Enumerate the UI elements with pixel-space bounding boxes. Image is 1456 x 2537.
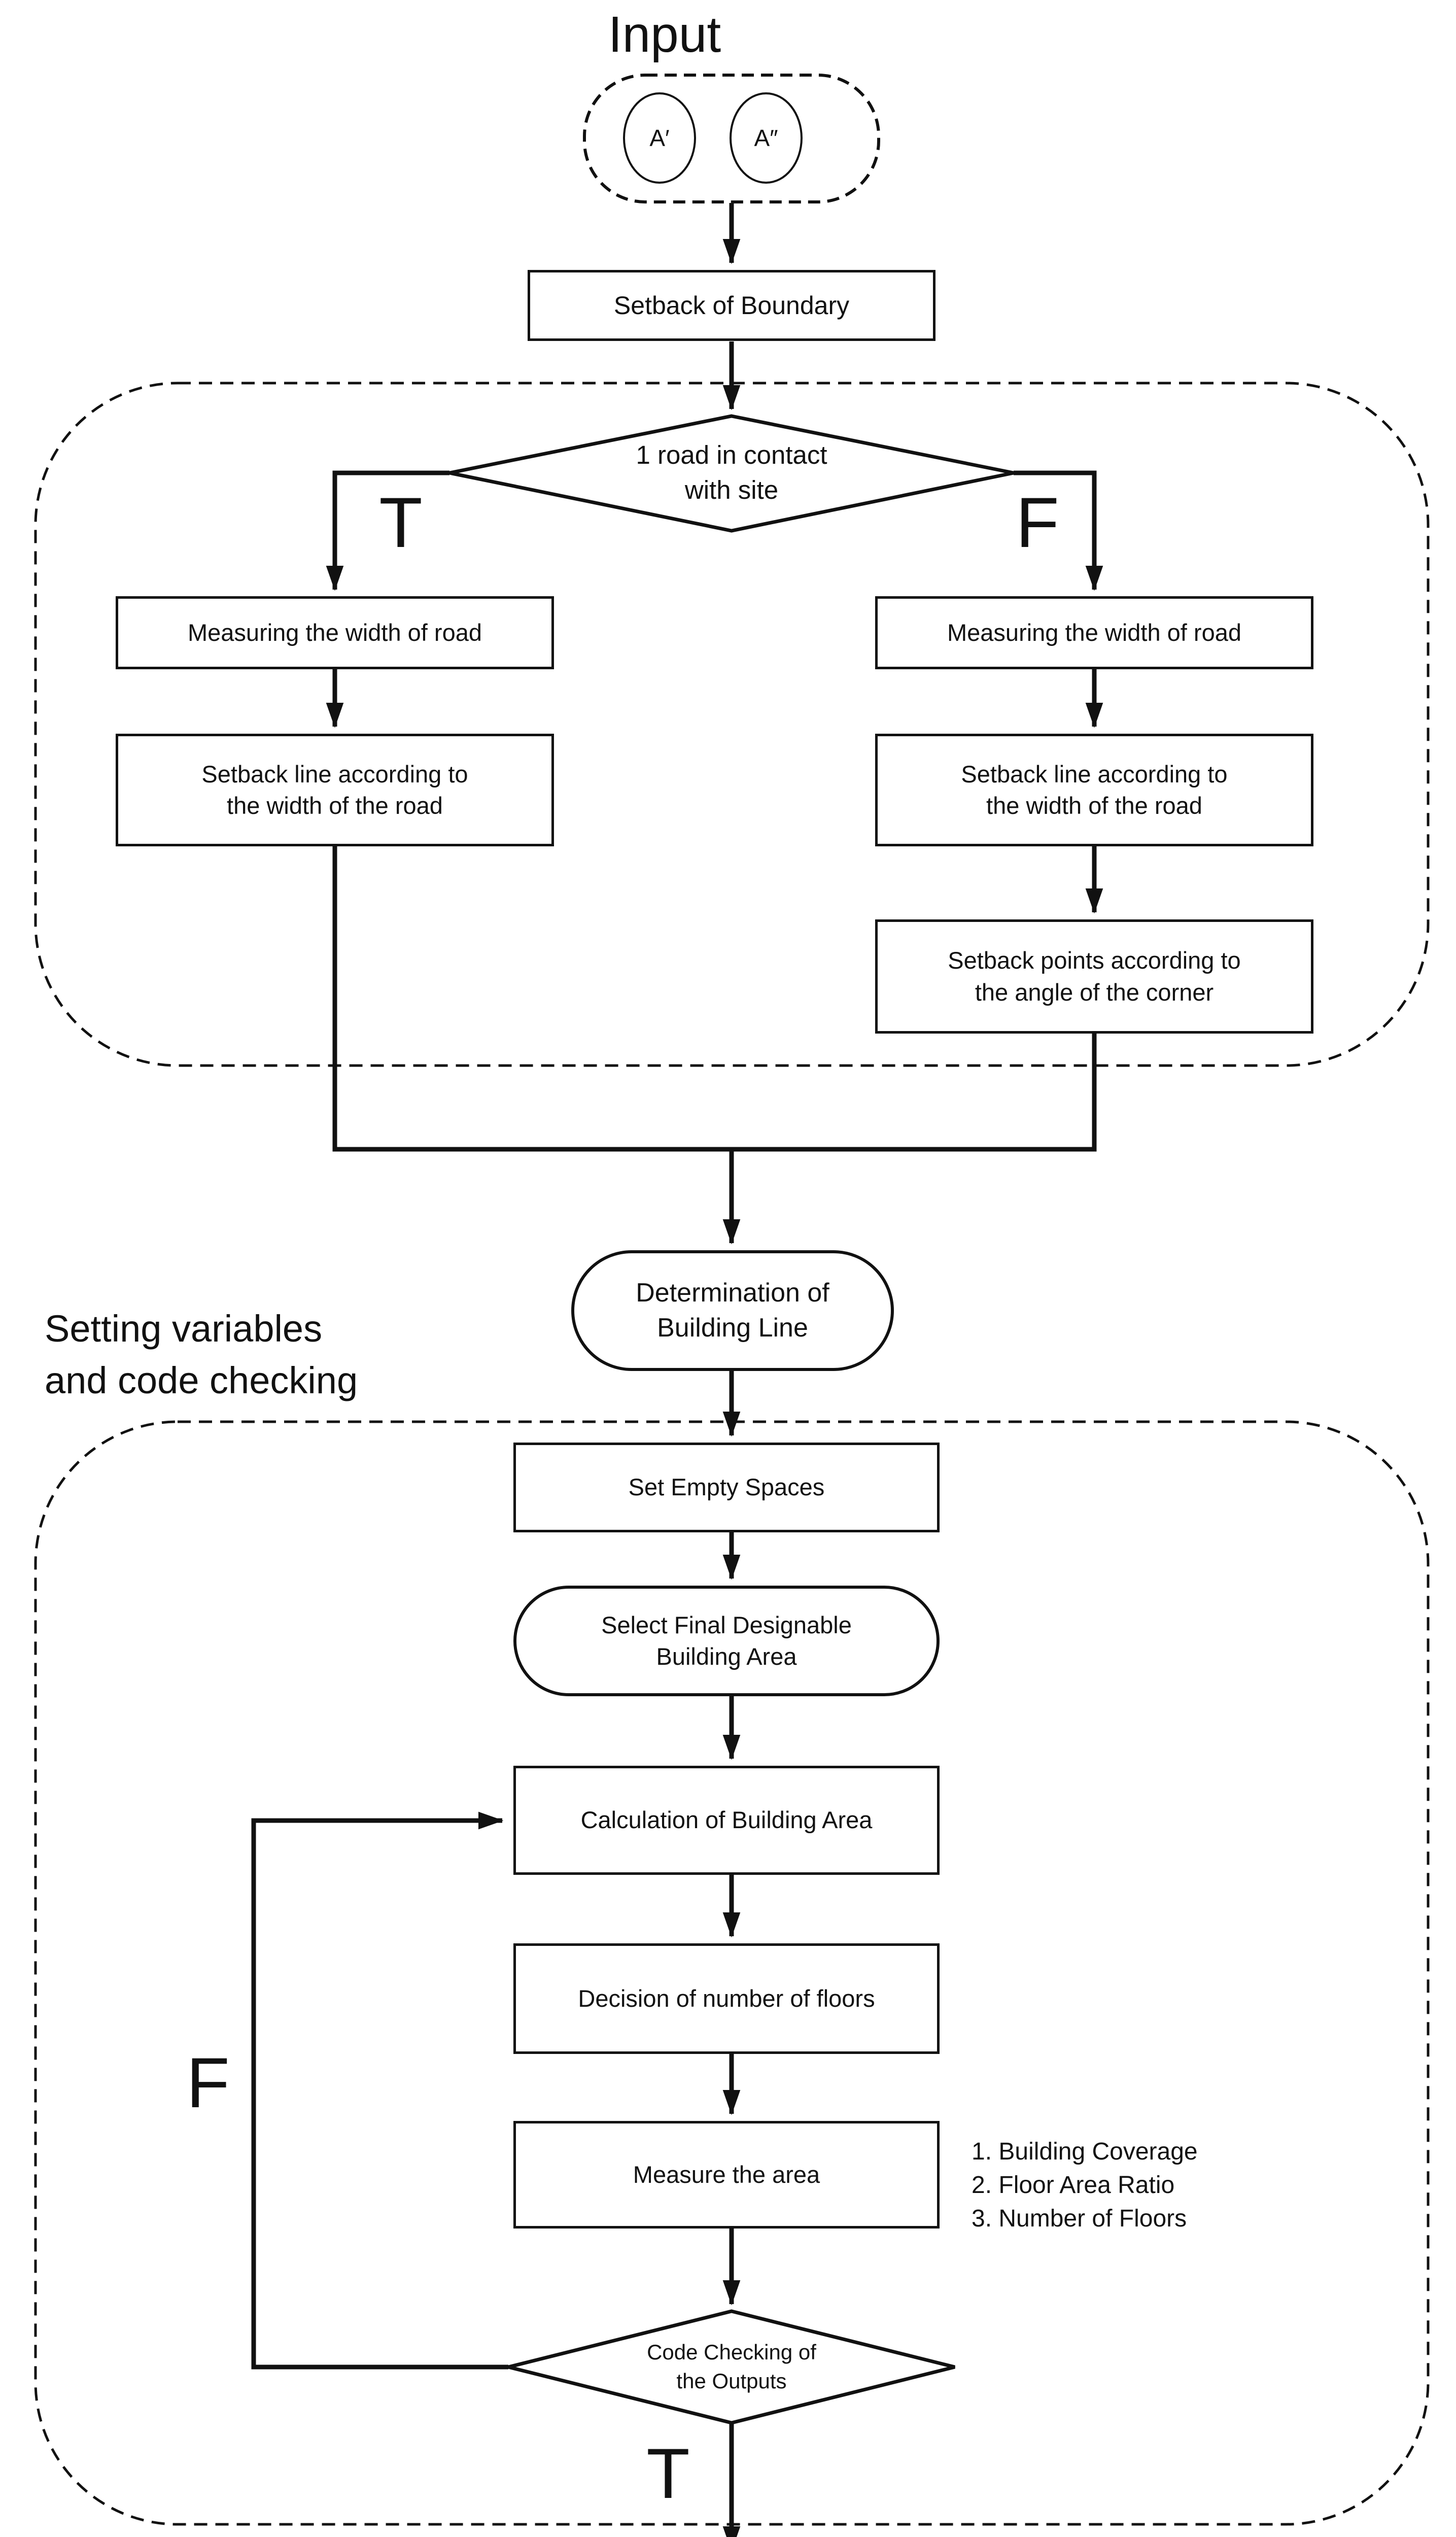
node-setback-line-right: Setback line according to the width of t… <box>875 734 1313 846</box>
node-measure-area: Measure the area <box>513 2121 940 2229</box>
edge-merge-branches <box>332 846 1097 1152</box>
node-select-final-building-area: Select Final Designable Building Area <box>513 1586 940 1696</box>
page-title: Input <box>608 6 721 63</box>
edge-false-branch <box>1014 470 1103 591</box>
input-item-a-prime-label: A′ <box>649 125 670 151</box>
node-setback-of-boundary: Setback of Boundary <box>528 270 935 341</box>
input-group-capsule <box>583 74 880 203</box>
node-setback-points-right: Setback points according to the angle of… <box>875 919 1313 1034</box>
node-set-empty-spaces: Set Empty Spaces <box>513 1443 940 1532</box>
outputs-annotation-item: 1. Building Coverage <box>972 2138 1198 2165</box>
decision-road-contact-shape <box>449 414 1014 533</box>
edge-label-false-loop: F <box>186 2043 230 2122</box>
node-determination-building-line: Determination of Building Line <box>571 1250 894 1371</box>
node-measuring-width-right: Measuring the width of road <box>875 596 1313 669</box>
section-label: Setting variables and code checking <box>45 1308 358 1401</box>
edge-label-true-bottom: T <box>646 2433 690 2513</box>
decision-code-checking-label: Code Checking of the Outputs <box>647 2340 816 2393</box>
edge-false-loop <box>251 1811 508 2370</box>
input-item-a-prime: A′ <box>623 92 696 184</box>
node-setback-line-left: Setback line according to the width of t… <box>116 734 554 846</box>
edge-true-branch <box>326 470 449 591</box>
edge-label-false-top: F <box>1016 483 1059 562</box>
input-item-a-double-prime: A″ <box>730 92 803 184</box>
decision-road-contact-label: 1 road in contact with site <box>636 440 827 504</box>
edge-label-true-top: T <box>379 483 423 562</box>
node-decision-number-floors: Decision of number of floors <box>513 1943 940 2054</box>
node-measuring-width-left: Measuring the width of road <box>116 596 554 669</box>
input-item-a-double-prime-label: A″ <box>754 125 778 151</box>
node-calculation-building-area: Calculation of Building Area <box>513 1766 940 1875</box>
outputs-annotation-item: 2. Floor Area Ratio <box>972 2172 1175 2199</box>
outputs-annotation-item: 3. Number of Floors <box>972 2205 1187 2232</box>
outputs-annotation-list: 1. Building Coverage 2. Floor Area Ratio… <box>972 2135 1198 2236</box>
